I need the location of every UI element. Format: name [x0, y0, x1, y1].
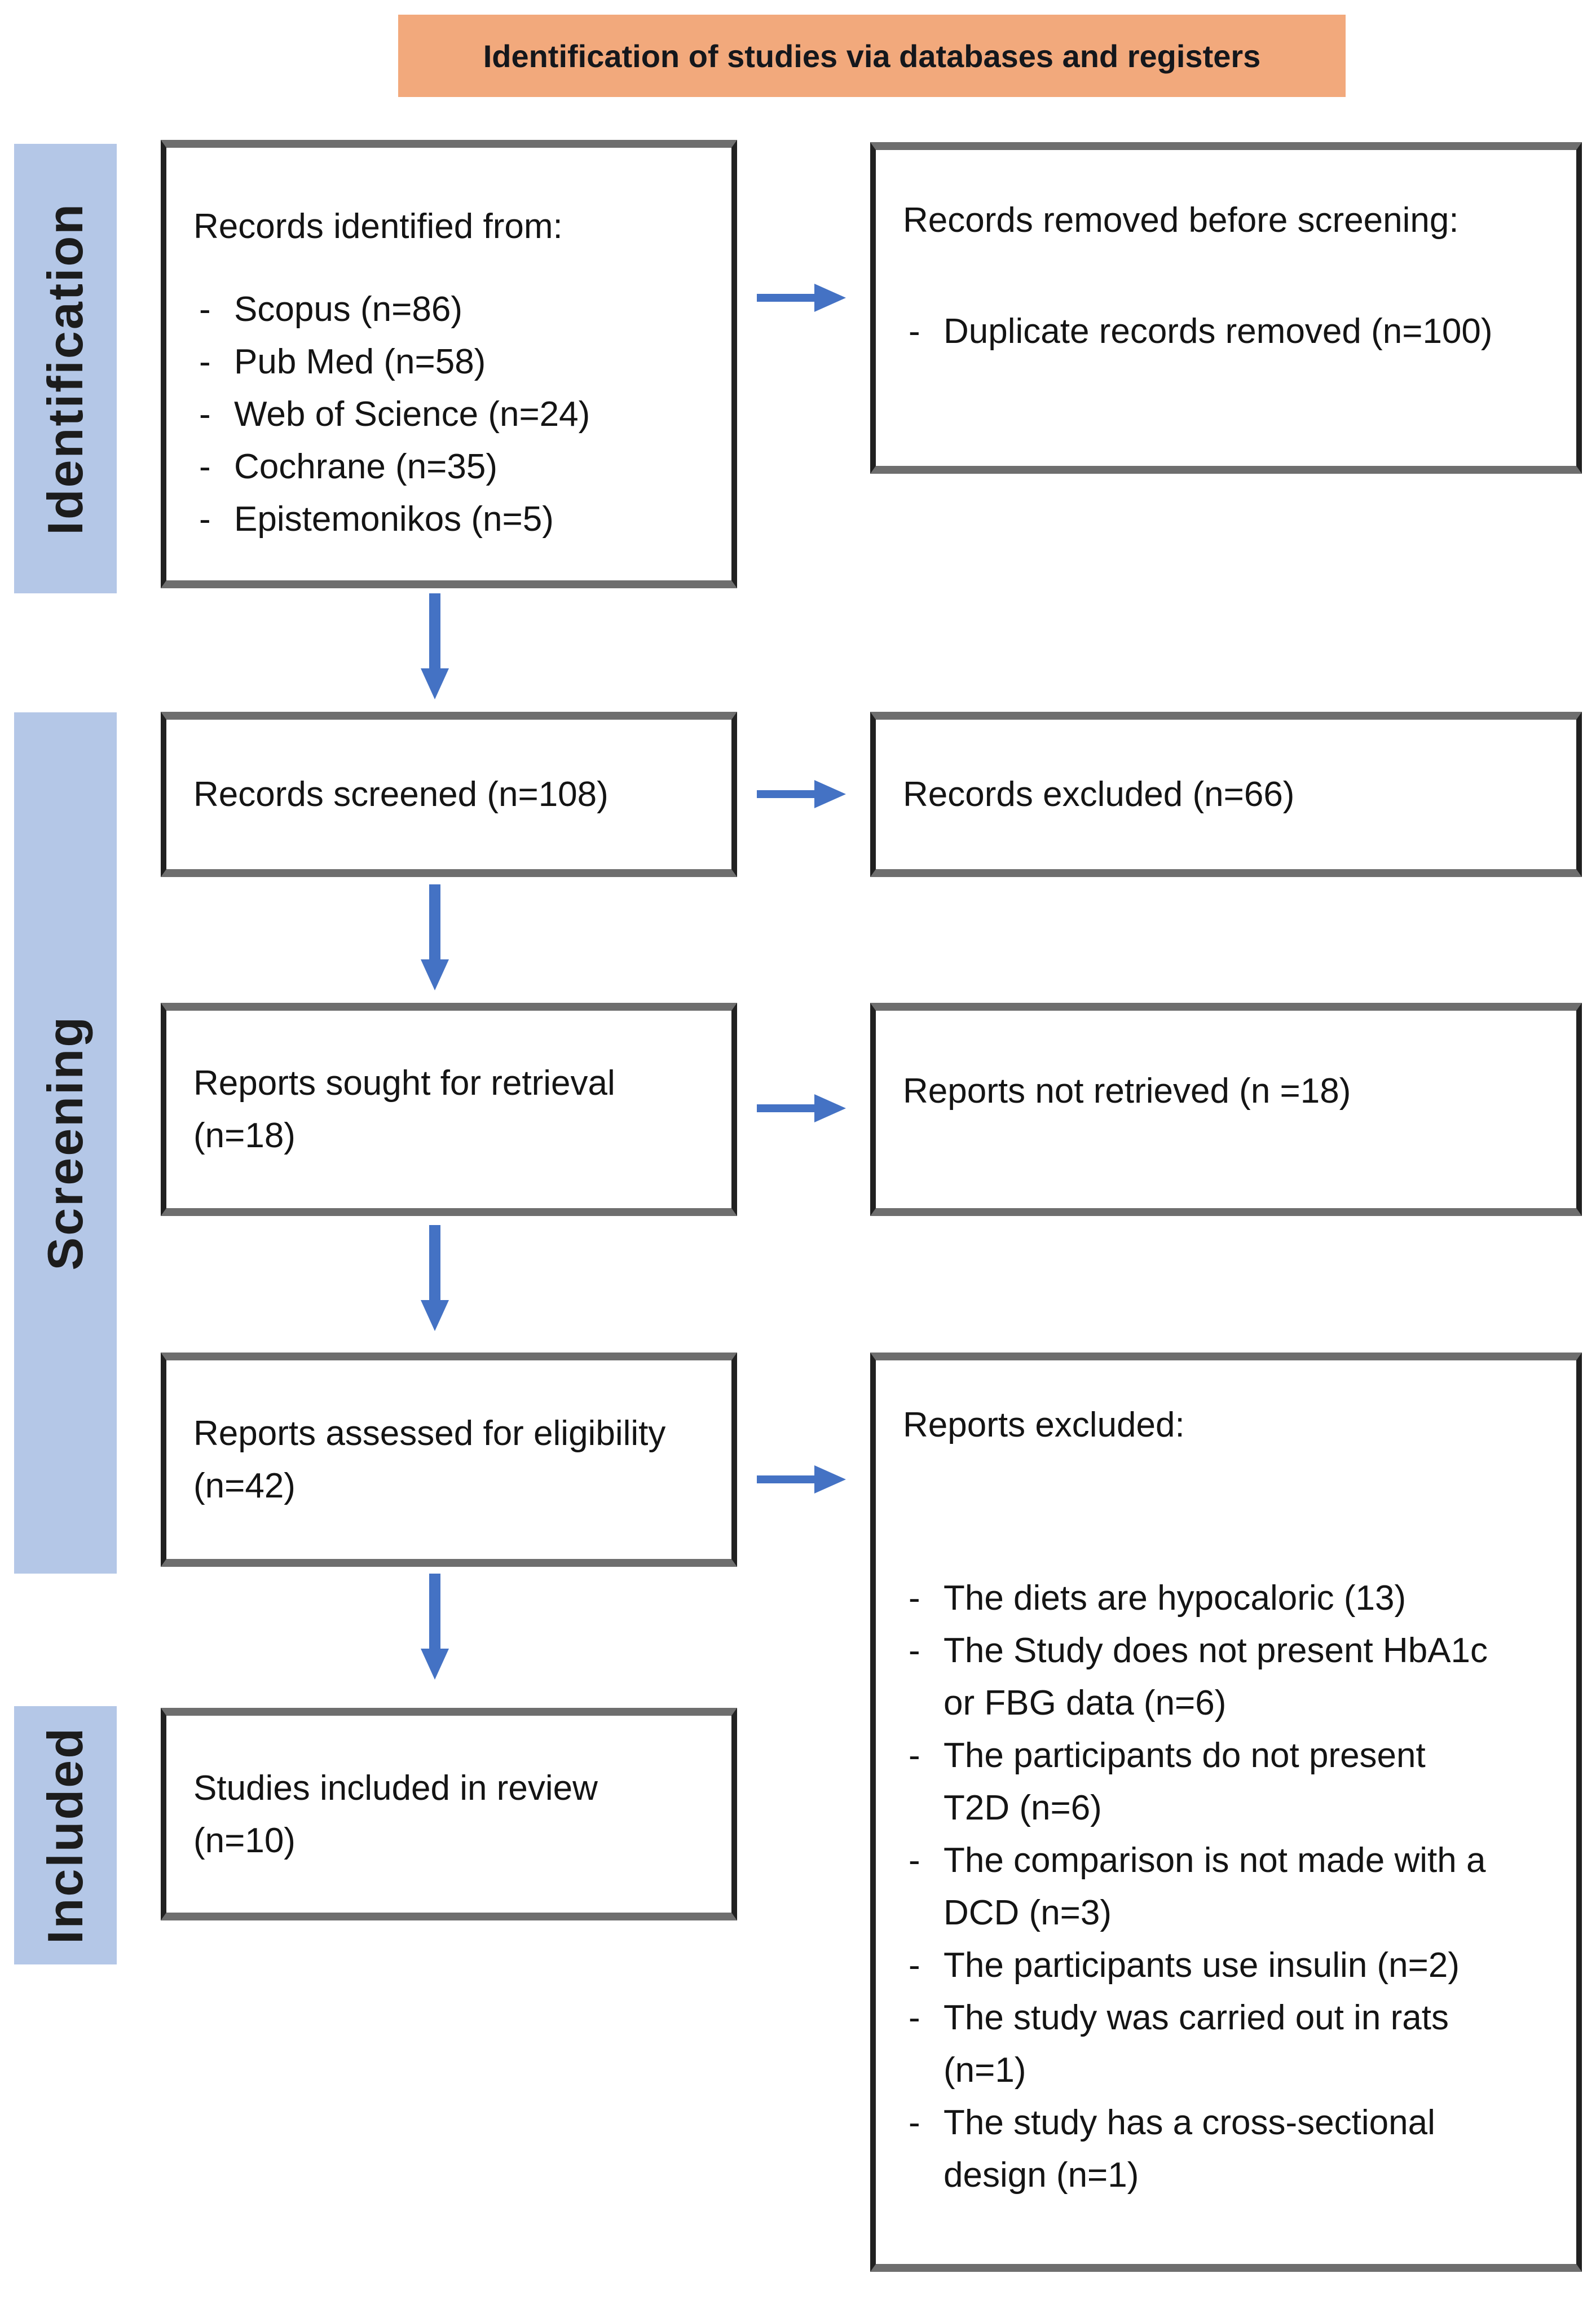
box-reports-not-retrieved: Reports not retrieved (n =18): [870, 1003, 1582, 1216]
list-item: Scopus (n=86): [193, 283, 716, 336]
stage-label-identification: Identification: [14, 144, 117, 593]
list-item: The comparison is not made with a DCD (n…: [903, 1834, 1560, 1939]
reason-list: Duplicate records removed (n=100): [903, 305, 1560, 358]
list-item: Web of Science (n=24): [193, 388, 716, 440]
box-text: Reports assessed for eligibility (n=42): [193, 1414, 666, 1505]
box-text: Studies included in review (n=10): [193, 1768, 598, 1860]
box-reports-assessed: Reports assessed for eligibility (n=42): [161, 1353, 737, 1567]
box-studies-included: Studies included in review (n=10): [161, 1708, 737, 1920]
stage-label-screening: Screening: [14, 712, 117, 1574]
stage-label-text: Screening: [37, 1015, 93, 1271]
list-item: Pub Med (n=58): [193, 336, 716, 388]
arrow-down-screened-to-sought-icon: [421, 884, 449, 990]
exclusion-reason-list: The diets are hypocaloric (13) The Study…: [903, 1572, 1560, 2201]
box-text: Reports sought for retrieval (n=18): [193, 1064, 615, 1155]
box-records-identified: Records identified from: Scopus (n=86) P…: [161, 140, 737, 588]
box-text: Records excluded (n=66): [903, 775, 1295, 814]
source-list: Scopus (n=86) Pub Med (n=58) Web of Scie…: [193, 283, 716, 545]
list-item: The participants do not present T2D (n=6…: [903, 1729, 1560, 1834]
list-item: Epistemonikos (n=5): [193, 493, 716, 545]
box-heading: Reports excluded:: [903, 1406, 1185, 1444]
arrow-right-sought-to-not-retrieved-icon: [757, 1094, 846, 1122]
list-item: The participants use insulin (n=2): [903, 1939, 1560, 1992]
arrow-down-sought-to-assessed-icon: [421, 1225, 449, 1331]
box-reports-excluded: Reports excluded: The diets are hypocalo…: [870, 1353, 1582, 2272]
arrow-right-identified-to-removed-icon: [757, 284, 846, 312]
arrow-down-identified-to-screened-icon: [421, 593, 449, 699]
list-item: The Study does not present HbA1c or FBG …: [903, 1624, 1560, 1729]
diagram-title: Identification of studies via databases …: [483, 38, 1261, 74]
box-records-excluded: Records excluded (n=66): [870, 712, 1582, 877]
list-item: Duplicate records removed (n=100): [903, 305, 1560, 358]
box-records-screened: Records screened (n=108): [161, 712, 737, 877]
diagram-title-banner: Identification of studies via databases …: [398, 15, 1346, 97]
box-text: Records screened (n=108): [193, 775, 609, 814]
stage-label-text: Identification: [37, 202, 93, 535]
arrow-right-screened-to-excluded-icon: [757, 780, 846, 808]
box-records-removed-before-screening: Records removed before screening: Duplic…: [870, 142, 1582, 474]
box-reports-sought: Reports sought for retrieval (n=18): [161, 1003, 737, 1216]
box-text: Reports not retrieved (n =18): [903, 1072, 1351, 1111]
box-heading: Records removed before screening:: [903, 201, 1459, 240]
stage-label-text: Included: [37, 1726, 93, 1944]
box-heading: Records identified from:: [193, 207, 563, 246]
arrow-right-assessed-to-excluded-icon: [757, 1465, 846, 1494]
list-item: Cochrane (n=35): [193, 440, 716, 493]
list-item: The study was carried out in rats (n=1): [903, 1992, 1560, 2096]
stage-label-included: Included: [14, 1706, 117, 1964]
arrow-down-assessed-to-included-icon: [421, 1574, 449, 1680]
list-item: The study has a cross-sectional design (…: [903, 2096, 1560, 2201]
list-item: The diets are hypocaloric (13): [903, 1572, 1560, 1624]
